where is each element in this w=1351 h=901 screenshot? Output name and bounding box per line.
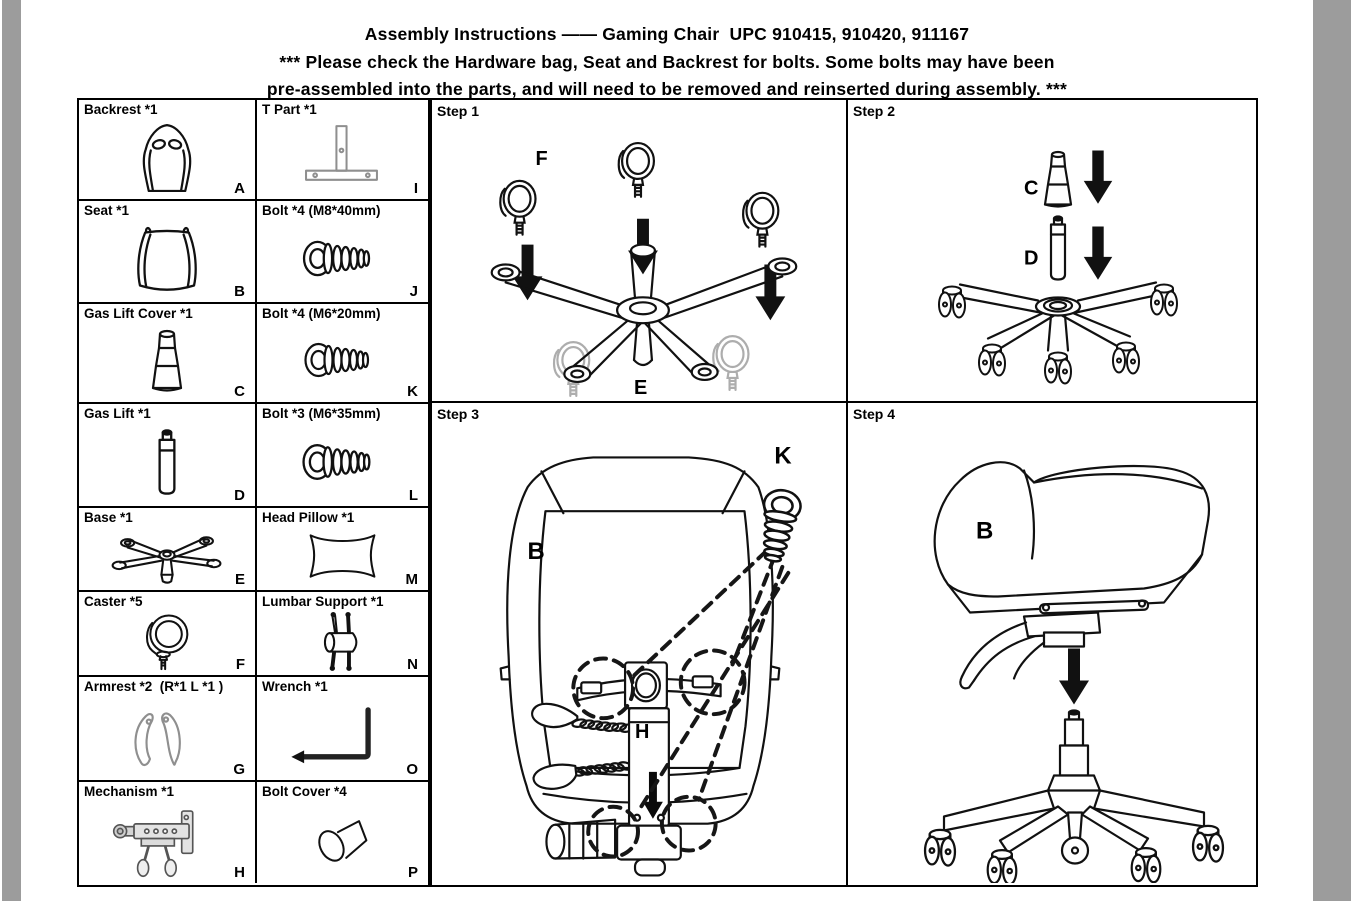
mechanism-icon: [112, 810, 194, 878]
part-cell-lumbar-support: Lumbar Support *1 N: [257, 592, 428, 677]
part-letter: K: [407, 383, 418, 400]
page-title: Assembly Instructions —— Gaming Chair UP…: [364, 24, 970, 44]
part-cell-bolt-m8-40: Bolt *4 (M8*40mm) J: [257, 201, 428, 304]
part-cell-caster: Caster *5 F: [79, 592, 257, 677]
part-cell-gas-lift-cover: Gas Lift Cover *1 C: [79, 304, 257, 404]
part-letter: J: [409, 283, 418, 300]
seat-icon: [137, 226, 197, 291]
note-line-1: *** Please check the Hardware bag, Seat …: [279, 52, 1055, 72]
part-letter: P: [407, 864, 418, 881]
part-cell-head-pillow: Head Pillow *1 M: [257, 508, 428, 592]
armrest-icon: [134, 712, 181, 767]
part-label: Bolt Cover *4: [262, 784, 347, 799]
lumbar-support-icon: [323, 611, 358, 671]
step-3: Step 3: [432, 403, 848, 885]
part-letter: H: [234, 864, 245, 881]
part-label: Wrench *1: [262, 679, 328, 694]
backrest-icon: [142, 123, 192, 193]
base-icon: [111, 536, 222, 584]
label-lift-d: D: [1024, 248, 1038, 270]
part-label: T Part *1: [262, 102, 317, 117]
part-letter: I: [413, 180, 418, 197]
label-caster-f: F: [536, 148, 548, 170]
label-bolt-k: K: [774, 442, 792, 469]
part-cell-base: Base *1 E: [79, 508, 257, 592]
assembly-steps: Step 1 F: [430, 98, 1258, 887]
part-letter: A: [234, 180, 245, 197]
part-label: Bolt *4 (M6*20mm): [262, 306, 381, 321]
bolt-icon: [302, 444, 371, 480]
label-base-e: E: [634, 377, 647, 399]
left-margin-band: [2, 0, 21, 901]
label-cover-c: C: [1024, 178, 1038, 200]
part-letter: B: [234, 283, 245, 300]
label-mechanism-h: H: [635, 721, 649, 743]
wrench-icon: [291, 707, 371, 764]
bolt-icon: [302, 240, 371, 277]
step-4: Step 4 B: [848, 403, 1256, 885]
parts-table: Backrest *1 A T Part *1 I: [77, 98, 430, 887]
bolt-icon: [304, 342, 370, 378]
gas-lift-cover-icon: [151, 329, 183, 392]
part-label: Armrest *2 (R*1 L *1 ): [84, 679, 224, 694]
part-letter: L: [408, 487, 418, 504]
part-letter: M: [405, 571, 419, 588]
t-part-icon: [305, 125, 378, 181]
step-4-diagram: B: [923, 461, 1225, 883]
part-letter: C: [234, 383, 245, 400]
part-label: Bolt *3 (M6*35mm): [262, 406, 381, 421]
part-label: Head Pillow *1: [262, 510, 355, 525]
part-cell-t-part: T Part *1 I: [257, 100, 428, 201]
step-1: Step 1 F: [432, 100, 848, 403]
step-1-diagram: F: [490, 141, 798, 399]
step-2-diagram: C D: [938, 150, 1178, 385]
part-label: Backrest *1: [84, 102, 158, 117]
part-cell-backrest: Backrest *1 A: [79, 100, 257, 201]
part-cell-bolt-cover: Bolt Cover *4 P: [257, 782, 428, 883]
part-label: Lumbar Support *1: [262, 594, 384, 609]
head-pillow-icon: [309, 534, 376, 578]
part-label: Gas Lift Cover *1: [84, 306, 193, 321]
part-cell-bolt-m6-35: Bolt *3 (M6*35mm) L: [257, 404, 428, 508]
step-2: Step 2 C D: [848, 100, 1256, 403]
part-cell-wrench: Wrench *1 O: [257, 677, 428, 782]
step-4-title: Step 4: [853, 406, 896, 422]
part-letter: G: [233, 761, 245, 778]
right-margin-band: [1313, 0, 1351, 901]
part-label: Caster *5: [84, 594, 143, 609]
step-1-title: Step 1: [437, 103, 480, 119]
part-label: Base *1: [84, 510, 133, 525]
part-label: Seat *1: [84, 203, 130, 218]
part-label: Mechanism *1: [84, 784, 175, 799]
part-cell-armrest: Armrest *2 (R*1 L *1 ) G: [79, 677, 257, 782]
part-letter: N: [407, 656, 418, 673]
part-cell-gas-lift: Gas Lift *1 D: [79, 404, 257, 508]
bolt-cover-icon: [318, 820, 368, 862]
part-label: Gas Lift *1: [84, 406, 151, 421]
part-label: Bolt *4 (M8*40mm): [262, 203, 381, 218]
part-letter: D: [234, 487, 245, 504]
note-line-2: pre-assembled into the parts, and will n…: [266, 79, 1068, 99]
step-2-title: Step 2: [853, 103, 896, 119]
step-3-diagram: K B H: [499, 442, 805, 877]
label-seat-b: B: [976, 518, 993, 545]
part-cell-mechanism: Mechanism *1 H: [79, 782, 257, 883]
part-letter: F: [235, 656, 245, 673]
part-cell-seat: Seat *1 B: [79, 201, 257, 304]
step-3-title: Step 3: [437, 406, 480, 422]
part-letter: O: [406, 761, 418, 778]
caster-icon: [145, 614, 189, 671]
label-seat-b: B: [528, 538, 545, 565]
gas-lift-icon: [158, 429, 176, 495]
part-cell-bolt-m6-20: Bolt *4 (M6*20mm) K: [257, 304, 428, 404]
part-letter: E: [234, 571, 245, 588]
